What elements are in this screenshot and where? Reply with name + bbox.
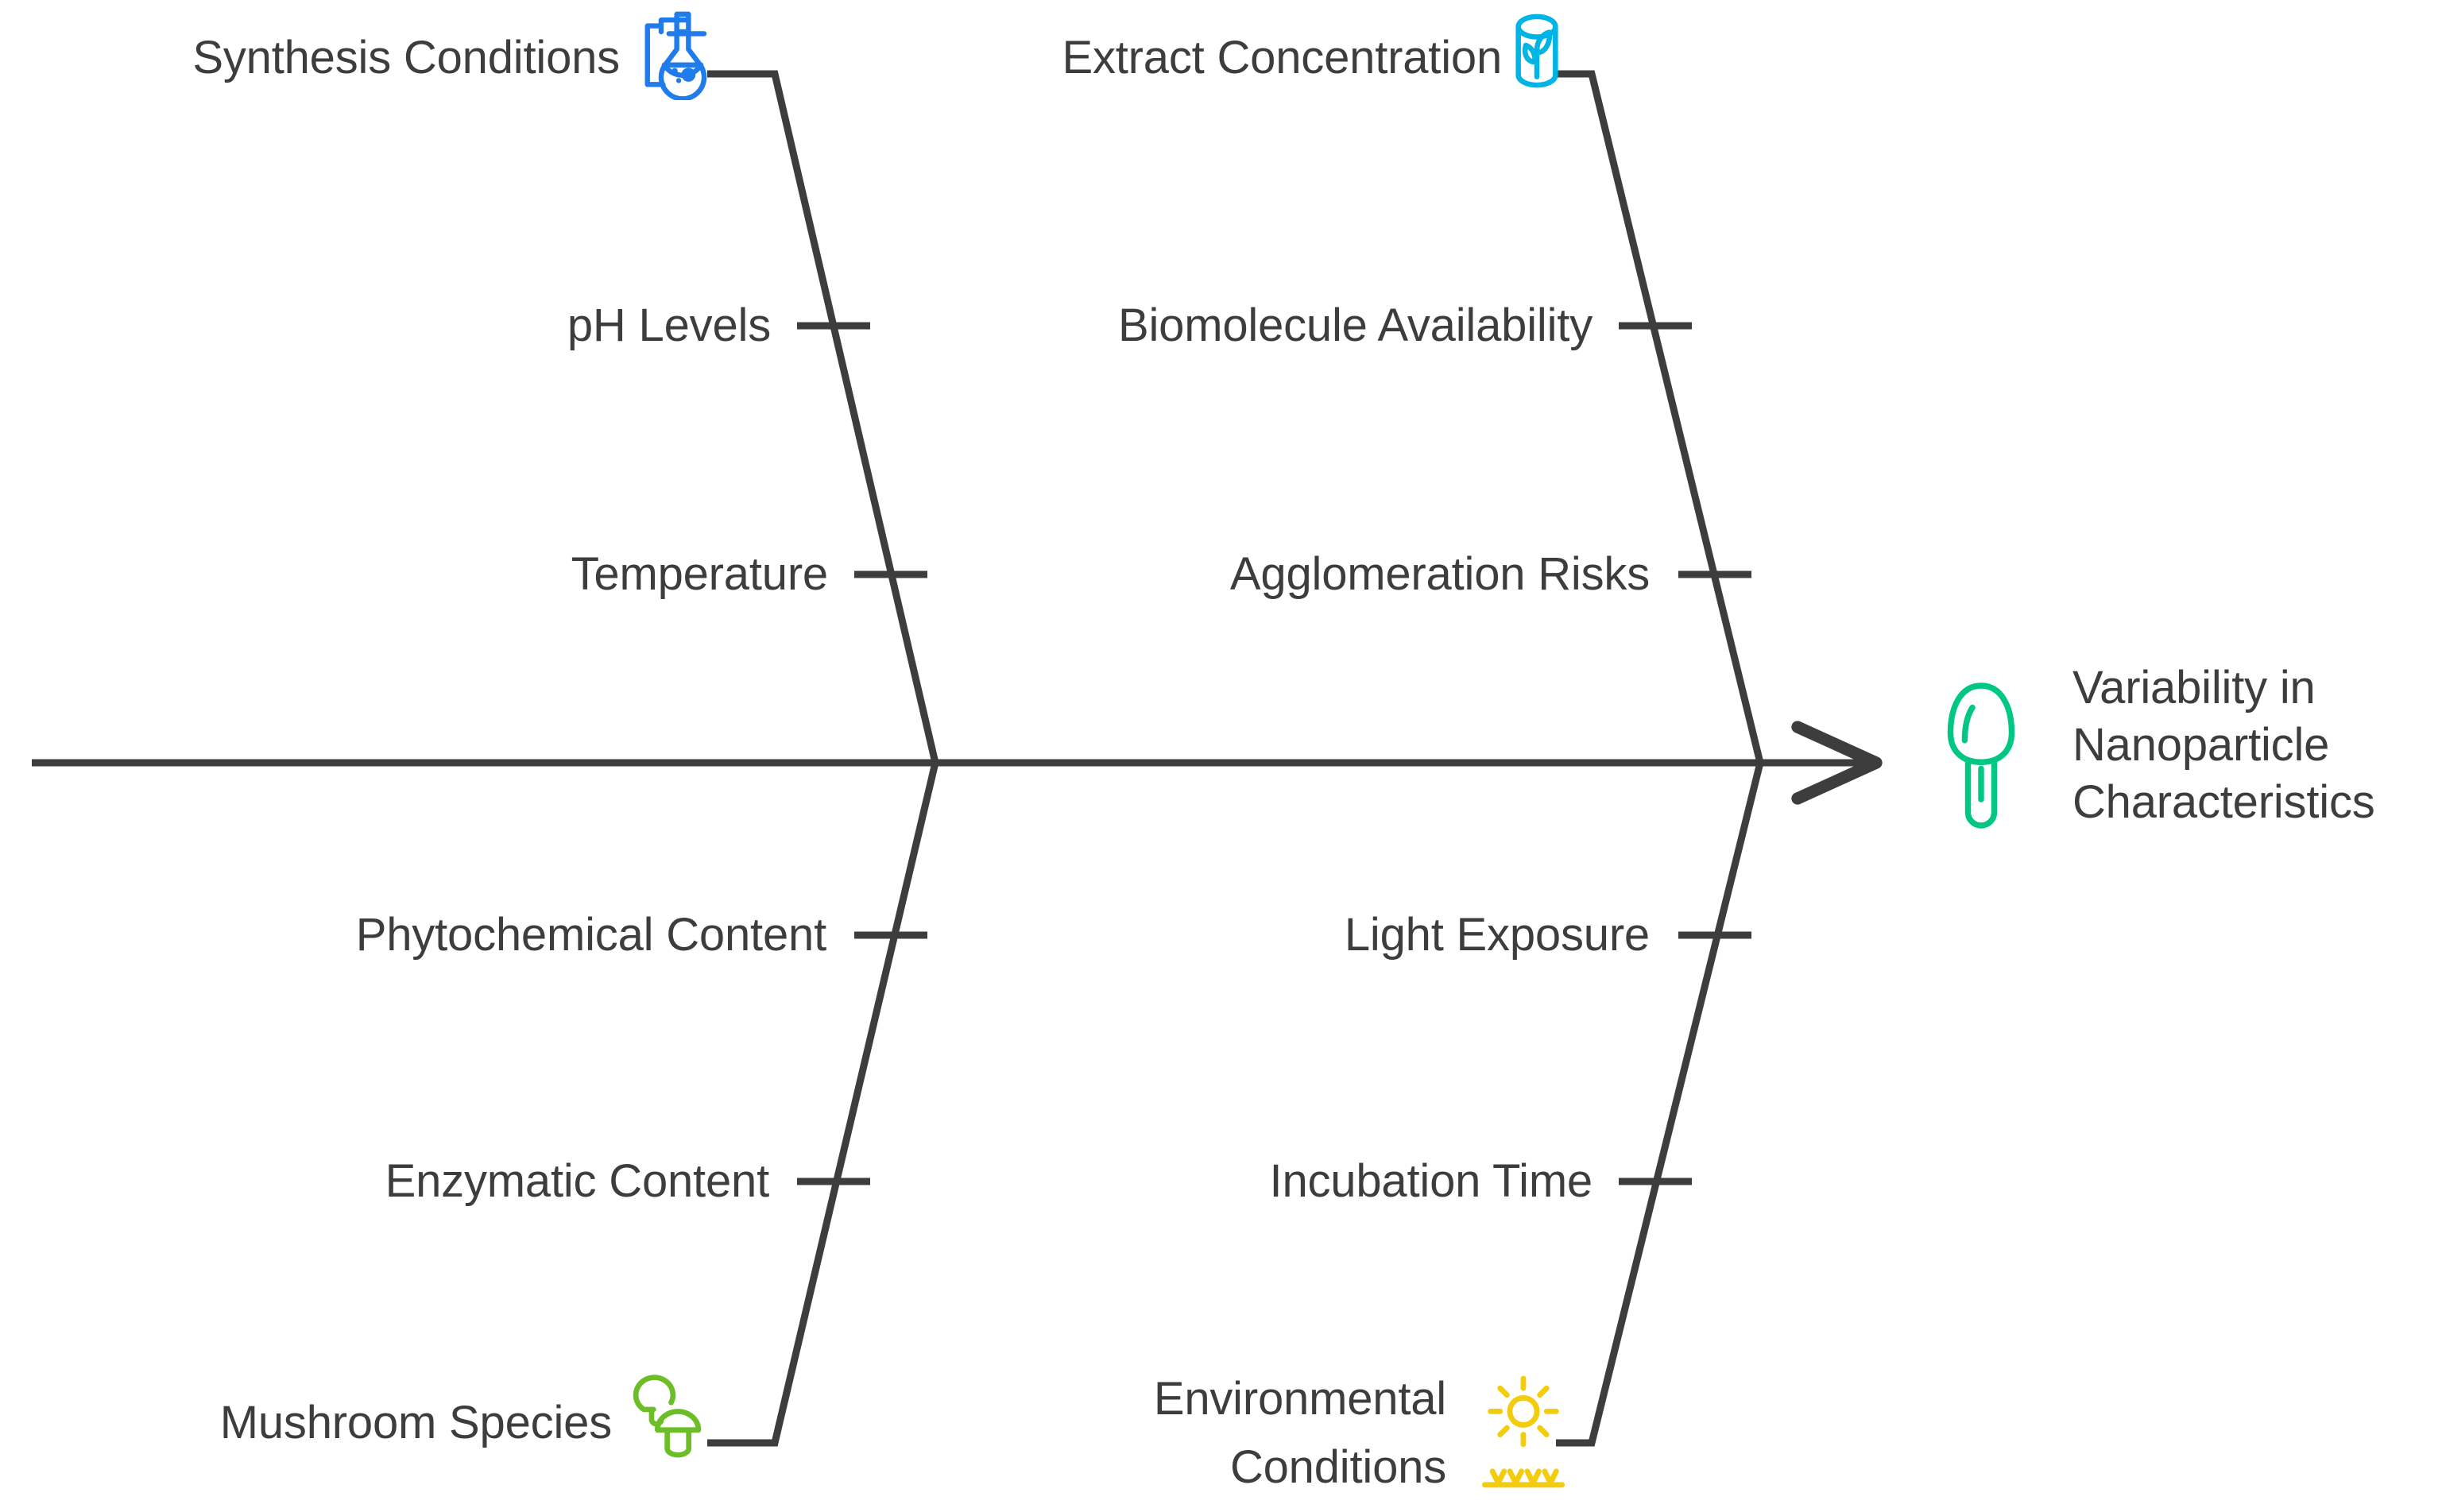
category-label-synthesis-conditions: Synthesis Conditions <box>192 32 620 83</box>
branch-spine-environmental-conditions <box>1556 761 1764 1447</box>
cause-label-agglomeration-risks: Agglomeration Risks <box>1229 548 1650 600</box>
cause-label-enzymatic-content: Enzymatic Content <box>385 1155 770 1207</box>
mushrooms-icon <box>626 1371 720 1469</box>
lab-flask-stand-icon <box>636 6 730 104</box>
leaf-cylinder-icon <box>1492 6 1581 99</box>
cause-label-ph-levels: pH Levels <box>567 300 771 351</box>
effect-label: Variability in Nanoparticle Characterist… <box>2072 659 2442 831</box>
branch-spine-mushroom-species <box>707 761 939 1447</box>
category-label-environmental-conditions-line2: Conditions <box>1229 1441 1446 1493</box>
category-label-extract-concentration: Extract Concentration <box>1062 32 1502 83</box>
category-label-environmental-conditions-line1: Environmental <box>1153 1373 1446 1425</box>
sun-ground-icon <box>1476 1365 1570 1512</box>
cause-label-biomolecule-availability: Biomolecule Availability <box>1117 300 1593 351</box>
cause-label-phytochemical-content: Phytochemical Content <box>355 909 826 961</box>
effect-label-line3: Characteristics <box>2072 775 2375 828</box>
effect-label-line2: Nanoparticle <box>2072 718 2330 771</box>
cause-label-light-exposure: Light Exposure <box>1344 909 1650 961</box>
cause-label-temperature: Temperature <box>571 548 829 600</box>
cause-label-incubation-time: Incubation Time <box>1269 1155 1593 1207</box>
mushroom-green-icon <box>1937 672 2025 843</box>
branch-spine-extract-concentration <box>1556 70 1764 764</box>
effect-label-line1: Variability in <box>2072 662 2316 713</box>
category-label-mushroom-species: Mushroom Species <box>219 1397 612 1448</box>
branch-spine-synthesis-conditions <box>707 70 939 764</box>
